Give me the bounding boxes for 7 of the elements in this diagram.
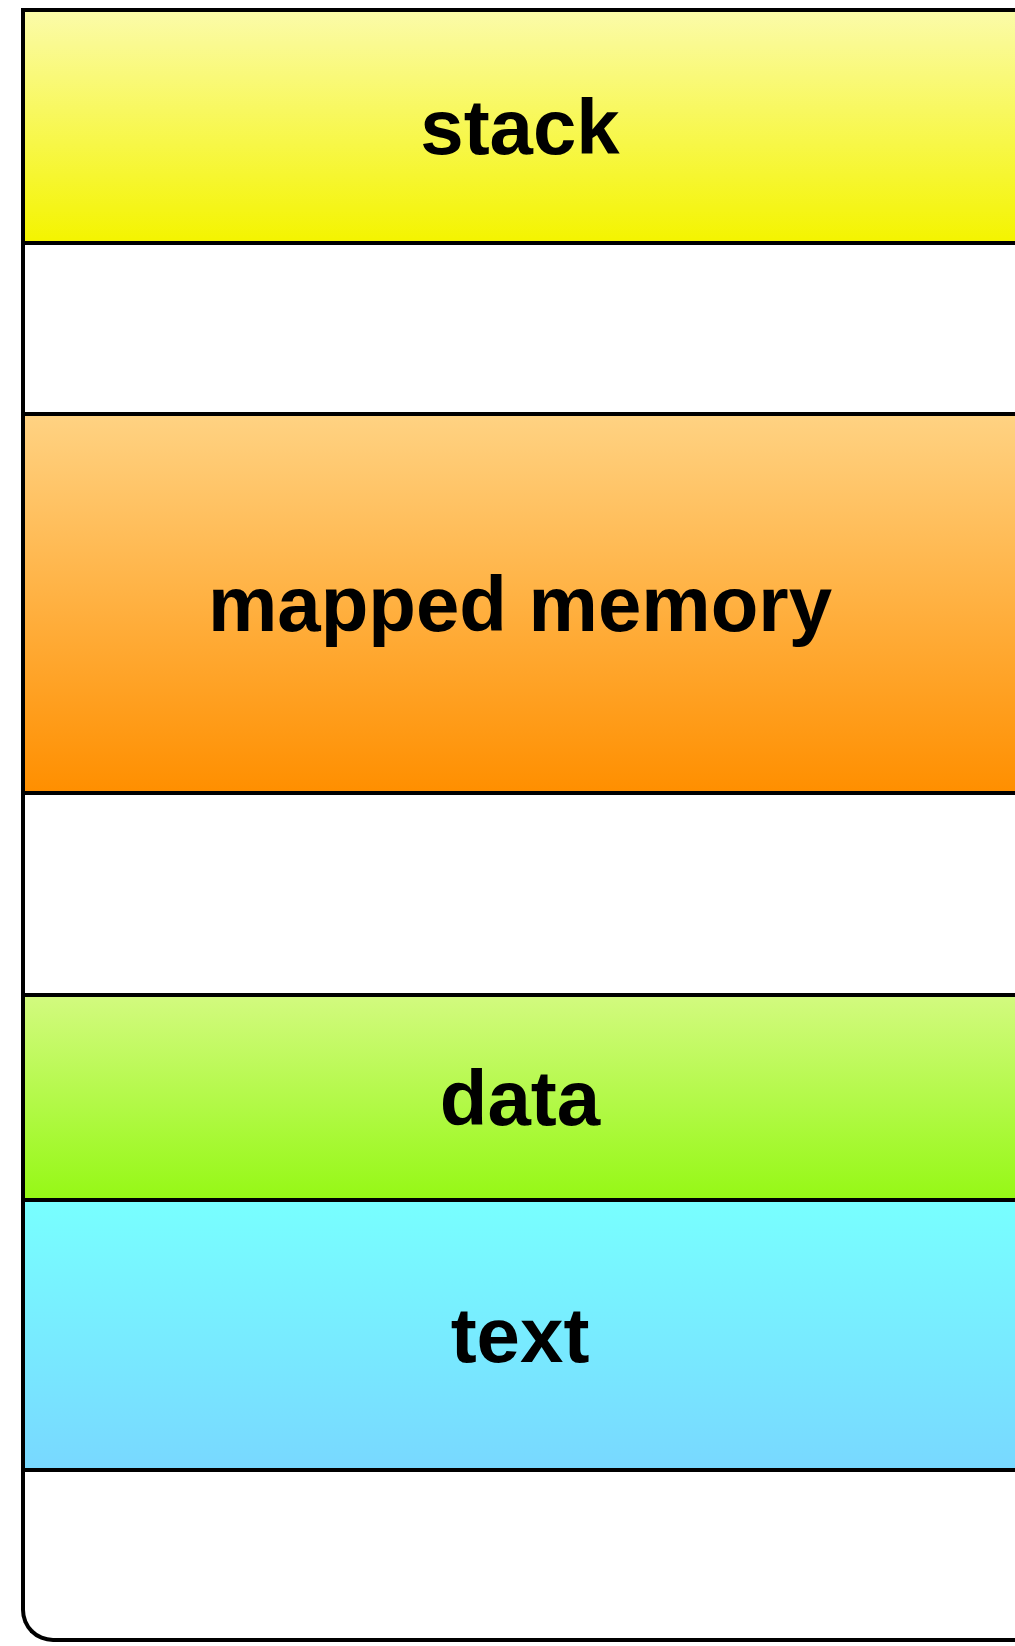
memory-segment-band: [25, 1202, 1015, 1472]
segment-label: text: [450, 1296, 590, 1374]
memory-segment-band: [25, 412, 1015, 795]
segment-label: stack: [420, 87, 620, 166]
memory-layout-box: [21, 8, 1015, 1642]
memory-segment-band: [25, 993, 1015, 1202]
segment-label: data: [439, 1058, 601, 1137]
